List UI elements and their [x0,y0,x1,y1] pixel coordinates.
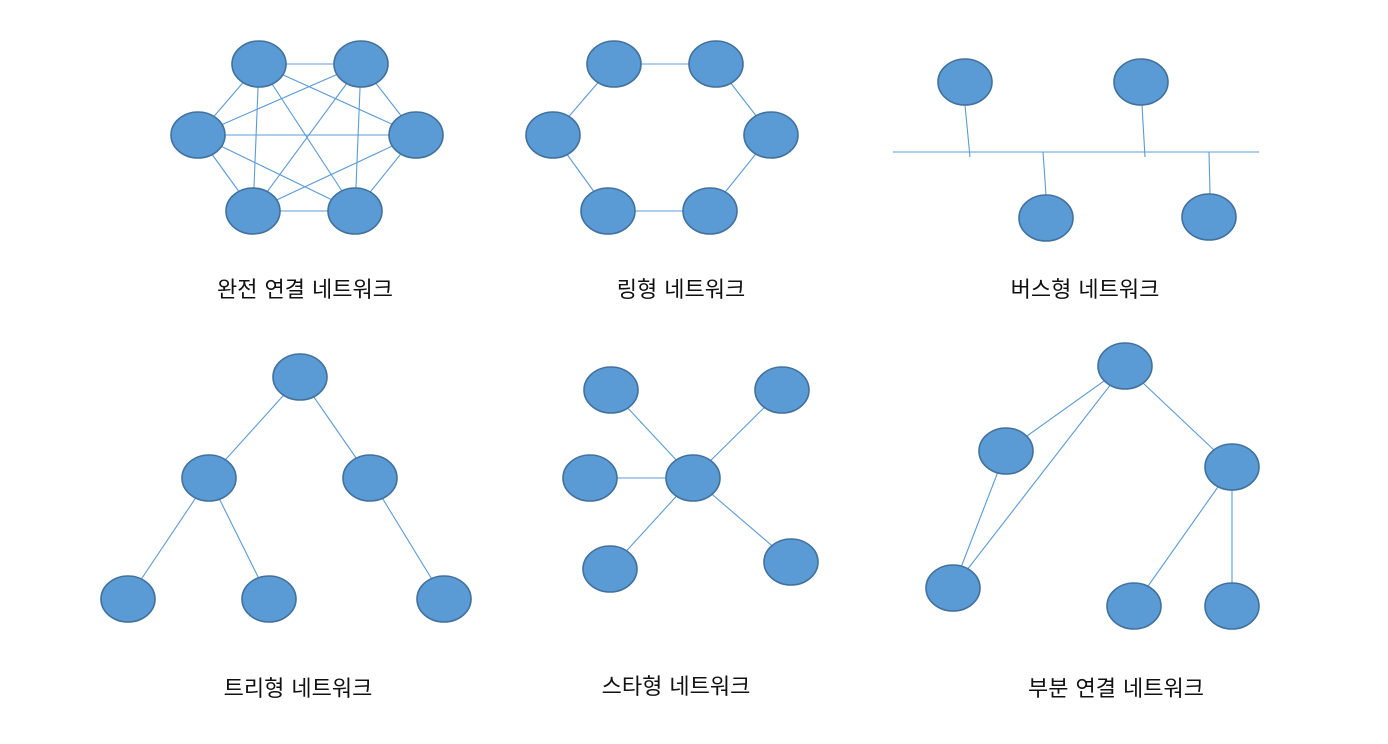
node [688,40,744,88]
node [925,564,981,612]
partial-mesh-nodes [925,342,1260,630]
tree-diagram: 트리형 네트워크 [100,353,472,702]
node [582,545,638,593]
node [1018,194,1074,242]
bus-caption: 버스형 네트워크 [1011,278,1160,303]
edge [952,450,1007,589]
tree-edges [127,376,445,600]
edge [1042,151,1047,196]
edge [1133,466,1233,607]
node [978,427,1034,475]
bus-edges [893,104,1259,196]
node [763,538,819,586]
node [225,187,281,235]
hub-node [665,454,721,502]
edge [252,63,260,212]
node [682,187,738,235]
edge [964,104,971,158]
bus-nodes [937,58,1237,242]
partial-mesh-caption: 부분 연결 네트워크 [1028,677,1204,702]
ring-edges [552,63,772,212]
bus-diagram: 버스형 네트워크 [893,58,1259,303]
node [416,575,472,623]
node [586,40,642,88]
node [937,58,993,106]
full-mesh-diagram: 완전 연결 네트워크 [170,40,444,303]
node [272,353,328,401]
full-mesh-edges [197,63,417,212]
node [181,454,237,502]
node [1113,58,1169,106]
node [388,111,444,159]
ring-nodes [525,40,799,235]
tree-caption: 트리형 네트워크 [224,677,373,702]
node [327,187,383,235]
node [1204,443,1260,491]
edge [1141,104,1146,158]
full-mesh-caption: 완전 연결 네트워크 [217,278,393,303]
star-diagram: 스타형 네트워크 [562,366,819,700]
edge [952,365,1126,589]
node [1106,582,1162,630]
ring-diagram: 링형 네트워크 [525,40,799,303]
node [1097,342,1153,390]
node [100,575,156,623]
edge [197,63,362,136]
node [754,366,810,414]
node [583,366,639,414]
node [231,40,287,88]
node [342,454,398,502]
star-caption: 스타형 네트워크 [602,675,751,700]
node [1204,582,1260,630]
node [170,111,226,159]
star-nodes [562,366,819,593]
edge [1208,151,1211,195]
partial-mesh-diagram: 부분 연결 네트워크 [925,342,1260,702]
node [743,111,799,159]
full-mesh-nodes [170,40,444,235]
node [580,187,636,235]
edge [354,63,362,212]
ring-caption: 링형 네트워크 [617,278,745,303]
node [562,454,618,502]
node [241,575,297,623]
partial-mesh-edges [952,365,1233,607]
edge [252,63,362,212]
node [1181,193,1237,241]
edge [252,134,417,212]
node [333,40,389,88]
tree-nodes [100,353,472,623]
edge [197,134,356,212]
edge [258,63,417,136]
node [525,111,581,159]
